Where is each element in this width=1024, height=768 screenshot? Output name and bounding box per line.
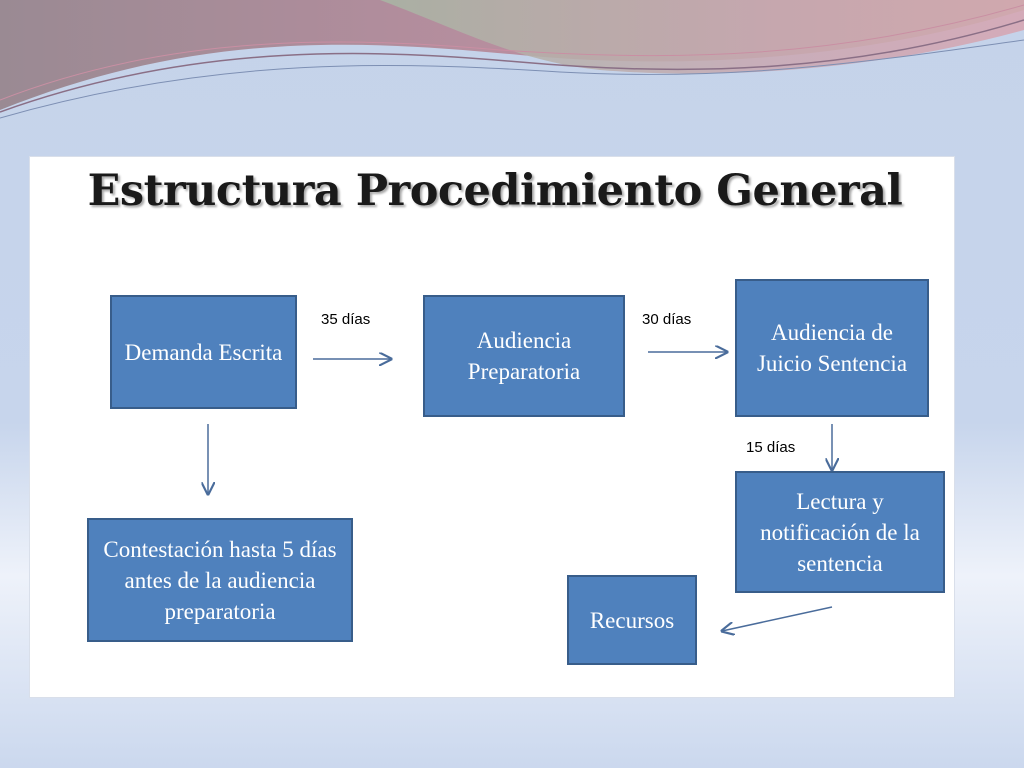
node-audiencia-juicio-sentencia: Audiencia de Juicio Sentencia	[735, 279, 929, 417]
label-30-dias: 30 días	[642, 311, 692, 328]
node-lectura-notificacion: Lectura y notificación de la sentencia	[735, 471, 945, 593]
label-15-dias: 15 días	[746, 439, 796, 456]
label-35-dias: 35 días	[321, 311, 371, 328]
slide-title: Estructura Procedimiento General	[87, 166, 903, 216]
node-audiencia-preparatoria: Audiencia Preparatoria	[423, 295, 625, 417]
node-contestacion: Contestación hasta 5 días antes de la au…	[87, 518, 353, 642]
node-recursos: Recursos	[567, 575, 697, 665]
header-wave-decoration	[0, 0, 1024, 119]
node-demanda-escrita: Demanda Escrita	[110, 295, 297, 409]
